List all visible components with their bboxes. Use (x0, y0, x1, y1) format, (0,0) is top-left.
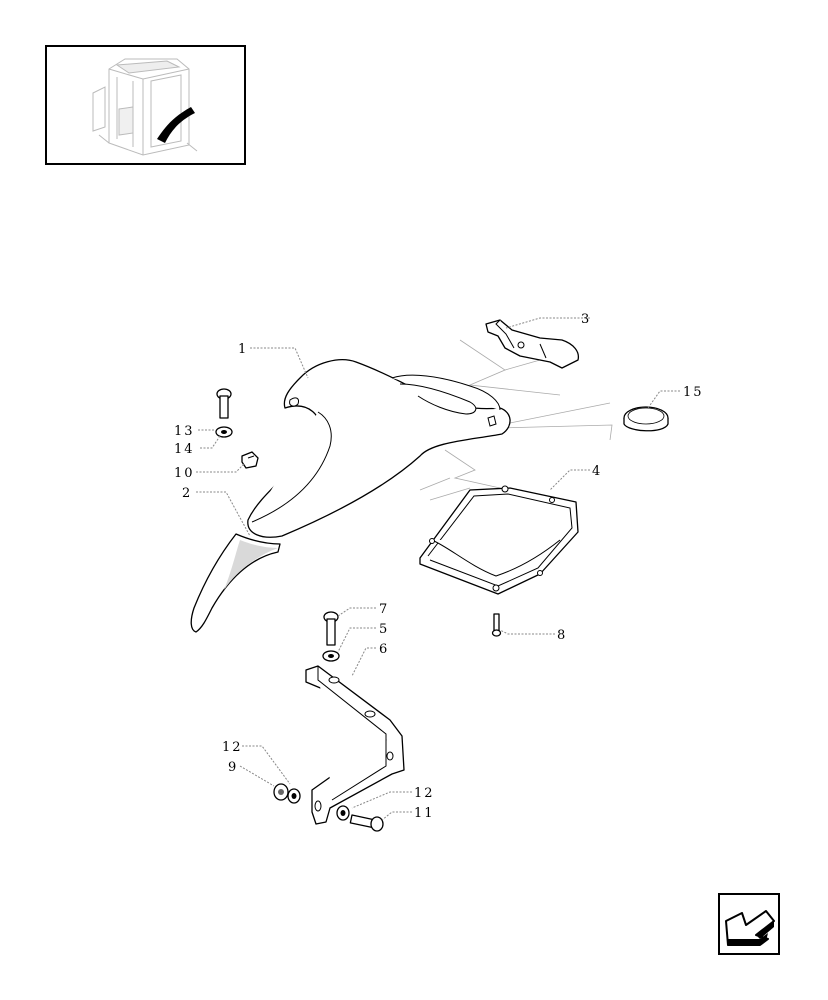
callout-13: 13 (174, 424, 195, 439)
callout-6: 6 (379, 642, 389, 657)
leader-lines (196, 317, 680, 821)
callout-5: 5 (379, 622, 389, 637)
callout-7: 7 (379, 602, 389, 617)
tractor-cab-thumbnail-icon (92, 58, 198, 156)
part-12-washer-upper[interactable] (287, 788, 301, 804)
part-10-clip-nut[interactable] (241, 451, 259, 469)
callout-12-upper: 12 (222, 740, 243, 755)
part-11-bolt[interactable] (349, 814, 384, 832)
callout-8: 8 (557, 628, 567, 643)
part-6-support-bracket[interactable] (305, 665, 405, 825)
callout-2: 2 (182, 486, 192, 501)
part-8-screw[interactable] (491, 613, 502, 637)
callout-10: 10 (174, 466, 195, 481)
callout-3: 3 (581, 312, 591, 327)
part-2-fender-extension[interactable] (190, 533, 281, 633)
part-3-bracket[interactable] (485, 319, 580, 369)
part-13-bolt[interactable] (216, 388, 232, 419)
part-1-fender[interactable] (247, 359, 511, 538)
callout-9: 9 (228, 760, 238, 775)
callout-4: 4 (592, 464, 602, 479)
phantom-reference-lines (419, 339, 613, 501)
callout-14: 14 (174, 442, 195, 457)
return-arrow-button[interactable] (718, 893, 780, 955)
callout-15: 15 (683, 385, 704, 400)
part-7-bolt[interactable] (323, 611, 339, 646)
callout-labels: 1 3 15 4 13 14 10 2 8 7 5 6 12 9 12 11 (174, 312, 704, 821)
callout-11: 11 (414, 806, 435, 821)
part-12-washer-lower[interactable] (336, 805, 350, 821)
part-9-nut[interactable] (273, 783, 289, 801)
part-14-washer[interactable] (215, 426, 233, 438)
part-5-washer[interactable] (322, 650, 340, 662)
location-thumbnail (45, 45, 246, 165)
part-15-plug-cap[interactable] (623, 406, 669, 432)
callout-1: 1 (238, 342, 248, 357)
callout-12-lower: 12 (414, 786, 435, 801)
return-arrow-icon (725, 910, 775, 946)
part-4-cover-panel[interactable] (419, 485, 579, 595)
